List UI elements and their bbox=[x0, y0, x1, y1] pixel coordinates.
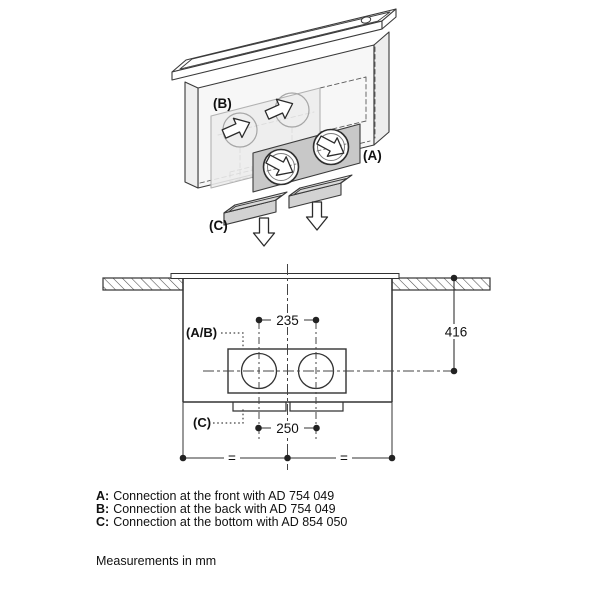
dot bbox=[312, 316, 320, 324]
legend-item-b: B:Connection at the back with AD 754 049 bbox=[96, 501, 347, 516]
legend-text-c: Connection at the bottom with AD 854 050 bbox=[113, 514, 348, 529]
body-right-face bbox=[373, 31, 390, 146]
dimension-lines bbox=[183, 278, 455, 459]
plate-knob-icon bbox=[360, 16, 372, 24]
top-trim-plate bbox=[171, 8, 397, 81]
dimension-texts: 235 416 250 = = bbox=[224, 313, 473, 466]
bottom-connector-left bbox=[232, 402, 287, 412]
measurements-note: Measurements in mm bbox=[96, 554, 217, 568]
tray-right-opening bbox=[293, 178, 347, 195]
legend-key-c: C: bbox=[96, 514, 110, 529]
appliance-walls bbox=[182, 278, 393, 403]
leader-c bbox=[213, 407, 244, 424]
dot bbox=[313, 424, 320, 432]
dot bbox=[450, 274, 458, 282]
tray-right bbox=[288, 174, 353, 209]
text-mask bbox=[271, 421, 304, 435]
iso-label-b: (B) bbox=[213, 96, 232, 111]
worktop-right bbox=[391, 277, 491, 291]
dot bbox=[388, 454, 396, 462]
text-mask bbox=[336, 451, 352, 464]
panel-a-right-duct-collar bbox=[317, 133, 345, 161]
leader-ab bbox=[221, 332, 244, 348]
dim-value-416: 416 bbox=[445, 325, 468, 340]
equal-mark-right: = bbox=[340, 451, 348, 466]
dot bbox=[255, 424, 262, 432]
dimension-dots bbox=[179, 274, 458, 462]
airflow-down-left-arrow-icon bbox=[252, 217, 276, 247]
callout-label-ab: (A/B) bbox=[186, 325, 217, 340]
centre-lines bbox=[203, 264, 454, 470]
legend-text-a: Connection at the front with AD 754 049 bbox=[113, 489, 335, 503]
panel-a-left-duct-collar bbox=[267, 153, 295, 181]
dimension-drawing: 235 416 250 = = (A/B) (C) bbox=[102, 264, 491, 470]
dot bbox=[450, 367, 458, 375]
plate-end-face bbox=[381, 8, 397, 30]
iso-labels: (B) (A) (C) bbox=[209, 96, 382, 233]
callout-label-c: (C) bbox=[193, 415, 211, 430]
legend-text-b: Connection at the back with AD 754 049 bbox=[113, 501, 336, 516]
trim-plate-section bbox=[170, 273, 400, 279]
callouts: (A/B) (C) bbox=[186, 325, 244, 430]
dim-value-235: 235 bbox=[276, 313, 299, 328]
text-mask bbox=[439, 324, 473, 339]
connection-legend: A:Connection at the front with AD 754 04… bbox=[96, 490, 347, 529]
dim-value-250: 250 bbox=[276, 421, 299, 436]
worktop bbox=[102, 277, 491, 291]
legend-item-c: C:Connection at the bottom with AD 854 0… bbox=[96, 514, 348, 529]
bottom-connector-right bbox=[289, 402, 344, 412]
text-mask bbox=[224, 451, 240, 464]
body-left-wall bbox=[184, 81, 199, 189]
tray-left-opening bbox=[228, 195, 282, 212]
front-panel-a bbox=[252, 123, 361, 193]
text-mask bbox=[271, 313, 304, 327]
legend-item-a: A:Connection at the front with AD 754 04… bbox=[96, 490, 347, 503]
legend-key-a: A: bbox=[96, 489, 110, 503]
dot bbox=[255, 316, 263, 324]
airflow-down-right-arrow-icon bbox=[305, 201, 329, 231]
tray-left bbox=[223, 191, 288, 226]
bottom-trays-c bbox=[223, 174, 353, 247]
extension-lines bbox=[182, 402, 393, 458]
worktop-left bbox=[102, 277, 184, 291]
plate-inner-rim bbox=[179, 11, 391, 70]
iso-label-a: (A) bbox=[363, 148, 382, 163]
dot bbox=[179, 454, 187, 462]
equal-mark-left: = bbox=[228, 451, 236, 466]
dot bbox=[284, 454, 291, 462]
isometric-drawing: (B) (A) (C) bbox=[171, 8, 397, 247]
legend-key-b: B: bbox=[96, 501, 110, 516]
iso-label-c: (C) bbox=[209, 218, 228, 233]
